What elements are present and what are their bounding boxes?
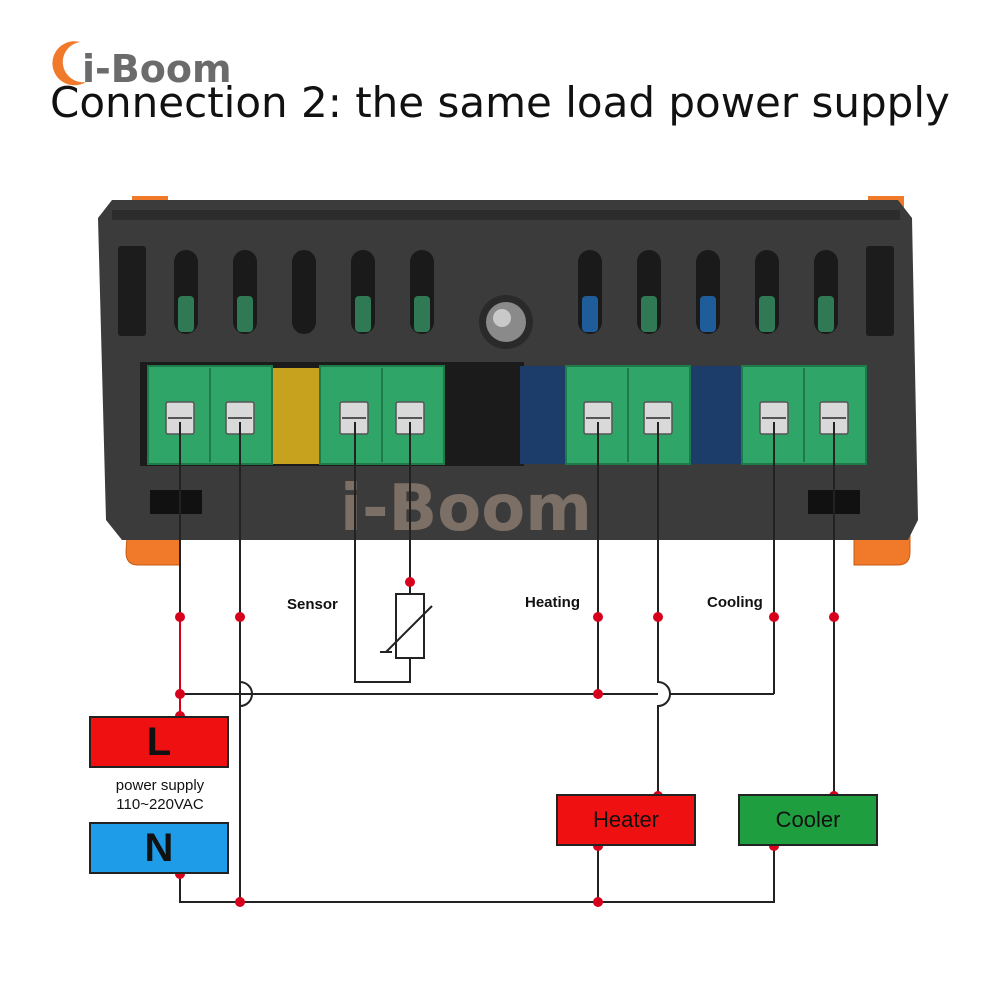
power-supply-label: power supply 110~220VAC (90, 776, 230, 814)
cooler-box: Cooler (738, 794, 878, 846)
screw-icon (479, 295, 533, 349)
vent-slots (174, 250, 838, 334)
brand-logo: i-Boom (52, 38, 252, 98)
controller-housing (98, 200, 918, 540)
page-title: Connection 2: the same load power supply (50, 78, 950, 127)
watermark-text: i-Boom (340, 472, 592, 546)
moon-logo-icon (52, 41, 86, 86)
wires (179, 422, 835, 903)
line-terminal-box: L (89, 716, 229, 768)
neutral-terminal-box: N (89, 822, 229, 874)
voltage-text: 110~220VAC (116, 796, 204, 813)
cooling-label: Cooling (707, 594, 763, 611)
brand-name: i-Boom (82, 47, 232, 91)
heating-label: Heating (525, 594, 581, 611)
sensor-label: Sensor (287, 596, 338, 613)
thermistor-icon (380, 593, 433, 659)
junction-nodes (175, 577, 839, 907)
heater-box: Heater (556, 794, 696, 846)
terminal-blocks (147, 365, 867, 465)
power-supply-text: power supply (115, 777, 205, 794)
